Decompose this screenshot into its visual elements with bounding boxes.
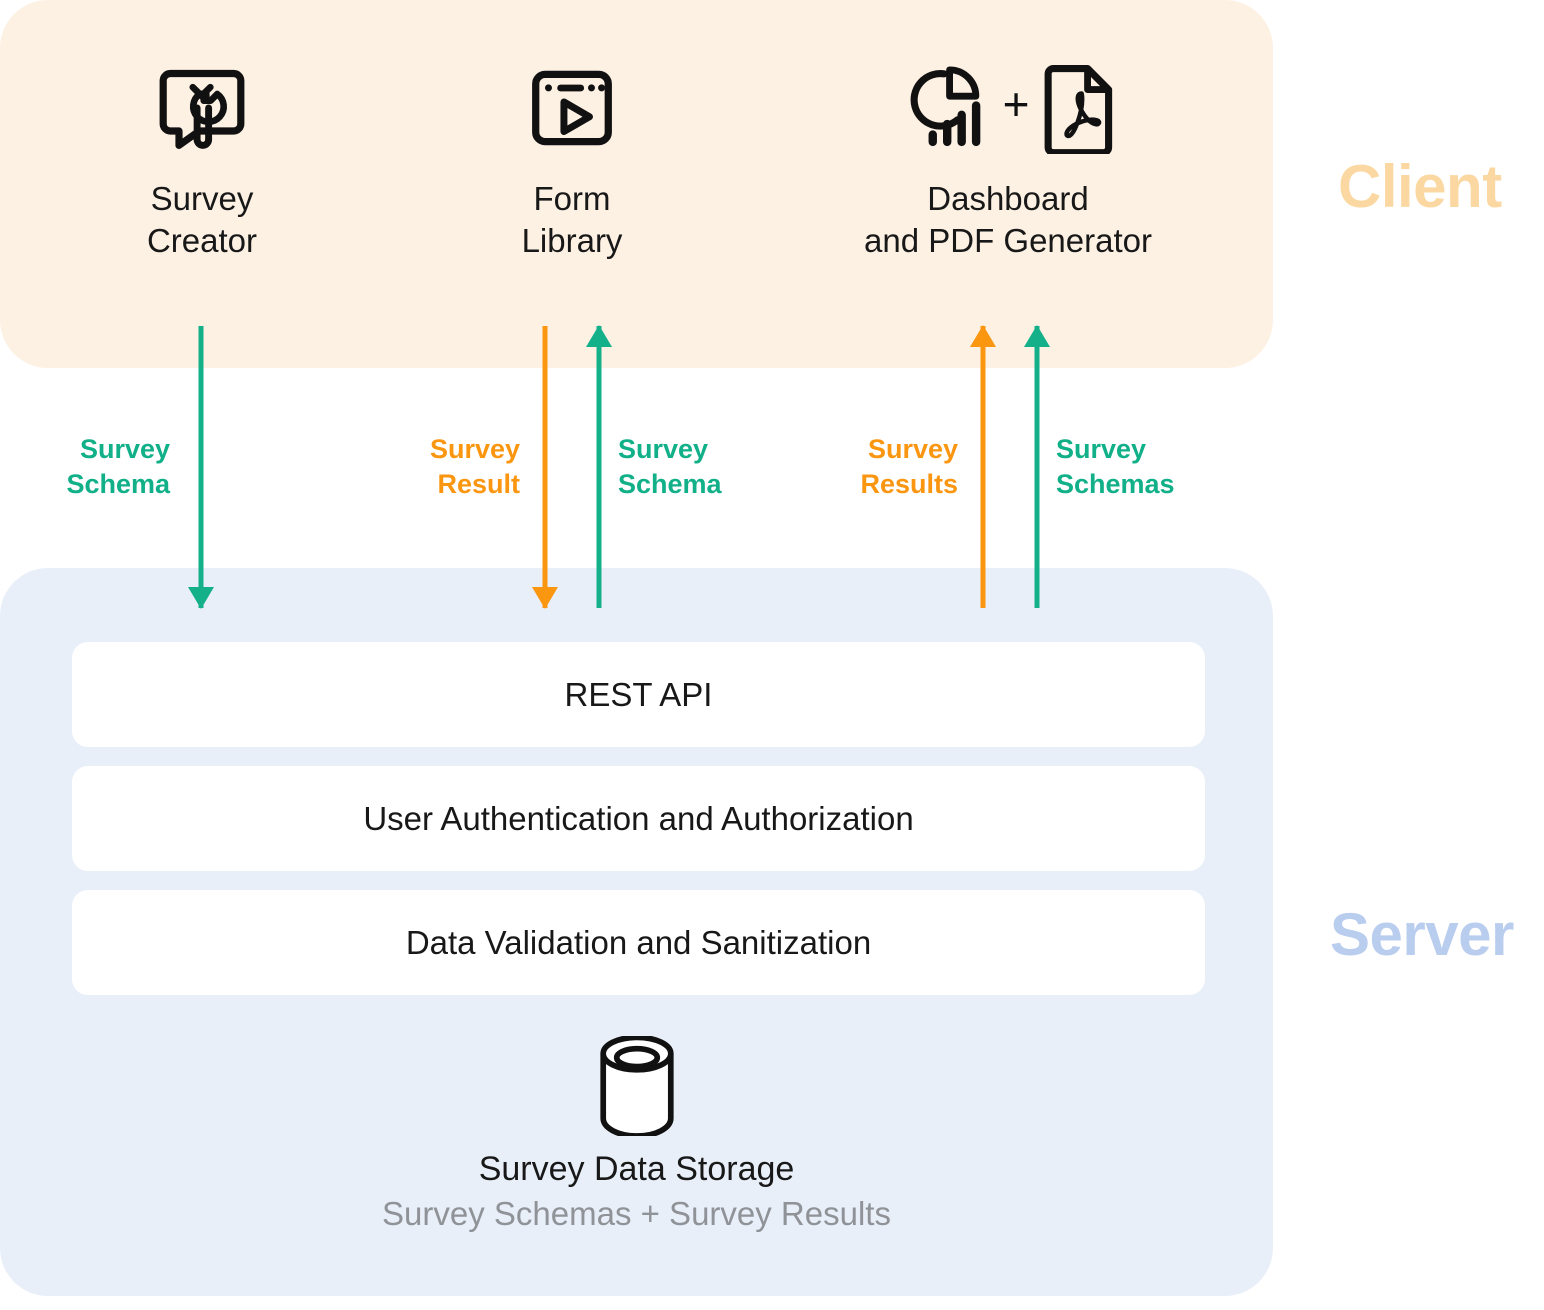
plus-symbol: + <box>1002 78 1030 130</box>
form-library-icon <box>452 60 692 156</box>
server-zone-label: Server <box>1330 901 1514 968</box>
arrow-shaft <box>980 326 986 608</box>
flow-label-survey-schema-1: Survey Schema <box>66 434 170 500</box>
arrow-head <box>586 325 612 347</box>
arrow-head <box>970 325 996 347</box>
arrow-survey-result-down <box>532 326 558 609</box>
storage-subtitle: Survey Schemas + Survey Results <box>382 1195 891 1232</box>
storage-title: Survey Data Storage <box>478 1150 795 1188</box>
arrow-survey-schema-down <box>188 326 214 609</box>
server-card-user-auth: User Authentication and Authorization <box>72 766 1205 871</box>
server-card-label: User Authentication and Authorization <box>363 799 914 837</box>
pdf-file-icon <box>1045 65 1113 154</box>
client-node-label: Dashboard and PDF Generator <box>864 180 1152 260</box>
flow-label-survey-result: Survey Result <box>429 434 520 500</box>
arrow-head <box>532 587 558 609</box>
arrow-shaft <box>542 326 548 608</box>
arrow-survey-results-up <box>970 325 996 608</box>
server-card-label: REST API <box>564 675 713 713</box>
arrow-shaft <box>596 326 602 608</box>
client-node-form-library: Form Library <box>452 60 692 262</box>
chart-pie-bar-icon <box>910 66 980 147</box>
arrow-head <box>188 587 214 609</box>
client-node-dashboard-pdf: + Dashboard and PDF Generator <box>808 60 1208 262</box>
flow-label-survey-results: Survey Results <box>860 434 958 500</box>
flow-label-survey-schemas: Survey Schemas <box>1056 434 1175 500</box>
client-zone-panel <box>0 0 1273 368</box>
arrow-shaft <box>1034 326 1040 608</box>
client-node-survey-creator: Survey Creator <box>82 60 322 262</box>
survey-creator-icon <box>82 60 322 156</box>
database-cylinder-icon <box>0 1036 1273 1136</box>
arrow-survey-schema-up <box>586 325 612 608</box>
server-card-label: Data Validation and Sanitization <box>405 923 872 961</box>
dashboard-pdf-icon: + <box>808 60 1208 156</box>
server-card-rest-api: REST API <box>72 642 1205 747</box>
arrow-shaft <box>198 326 204 608</box>
client-node-label: Form Library <box>521 180 623 260</box>
client-zone-label: Client <box>1338 153 1502 220</box>
flow-label-survey-schema-2: Survey Schema <box>618 434 722 500</box>
arrow-survey-schemas-up <box>1024 325 1050 608</box>
server-card-data-validation: Data Validation and Sanitization <box>72 890 1205 995</box>
survey-data-storage-block: Survey Data Storage Survey Schemas + Sur… <box>0 1036 1273 1233</box>
client-node-label: Survey Creator <box>146 180 258 260</box>
arrow-head <box>1024 325 1050 347</box>
